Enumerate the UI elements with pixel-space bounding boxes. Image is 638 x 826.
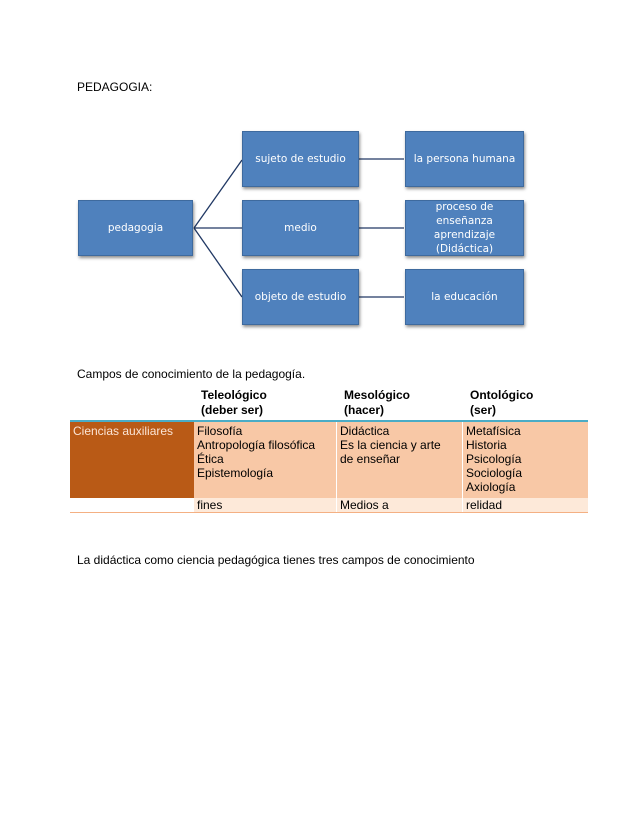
box-proceso-label: proceso de enseñanza aprendizaje (Didáct… [433, 200, 496, 256]
box-sujeto-de-estudio: sujeto de estudio [242, 131, 359, 187]
diagram-connectors [193, 158, 404, 298]
pedagogy-diagram: pedagogia sujeto de estudio medio objeto… [0, 0, 638, 340]
footer-cell-medios: Medios a [337, 498, 462, 512]
cell-ontologico: Metafísica Historia Psicología Sociologí… [463, 422, 588, 498]
box-pedagogia-label: pedagogia [107, 221, 164, 234]
connector-root-subject [193, 159, 243, 229]
header-teleologico: Teleológico (deber ser) [201, 388, 267, 417]
box-sujeto-label: sujeto de estudio [255, 152, 346, 165]
knowledge-fields-table: Teleológico (deber ser) Mesológico (hace… [70, 386, 588, 513]
closing-text: La didáctica como ciencia pedagógica tie… [77, 553, 475, 567]
table-row: Ciencias auxiliares Filosofía Antropolog… [70, 422, 588, 498]
box-objeto-label: objeto de estudio [254, 290, 347, 303]
box-objeto-de-estudio: objeto de estudio [242, 269, 359, 325]
footer-cell-fines: fines [194, 498, 336, 512]
connector-root-object [193, 227, 243, 298]
cell-mesologico: Didáctica Es la ciencia y arte de enseña… [337, 422, 462, 498]
box-medio: medio [242, 200, 359, 256]
table-row: fines Medios a relidad [70, 498, 588, 513]
box-pedagogia: pedagogia [78, 200, 193, 256]
row-header-ciencias-auxiliares: Ciencias auxiliares [70, 422, 194, 498]
box-proceso-ensenanza: proceso de enseñanza aprendizaje (Didáct… [405, 200, 524, 256]
box-medio-label: medio [284, 221, 317, 234]
header-ontologico: Ontológico (ser) [470, 388, 534, 417]
box-persona-label: la persona humana [413, 152, 516, 165]
table-caption: Campos de conocimiento de la pedagogía. [77, 367, 306, 381]
box-educacion: la educación [405, 269, 524, 325]
header-mesologico: Mesológico (hacer) [344, 388, 411, 417]
cell-teleologico: Filosofía Antropología filosófica Ética … [194, 422, 336, 498]
footer-cell-relidad: relidad [463, 498, 588, 512]
header-rule [70, 420, 588, 422]
page-heading: PEDAGOGIA: [77, 80, 153, 94]
table-header-row: Teleológico (deber ser) Mesológico (hace… [70, 386, 588, 420]
box-educacion-label: la educación [431, 290, 498, 303]
box-persona-humana: la persona humana [405, 131, 524, 187]
